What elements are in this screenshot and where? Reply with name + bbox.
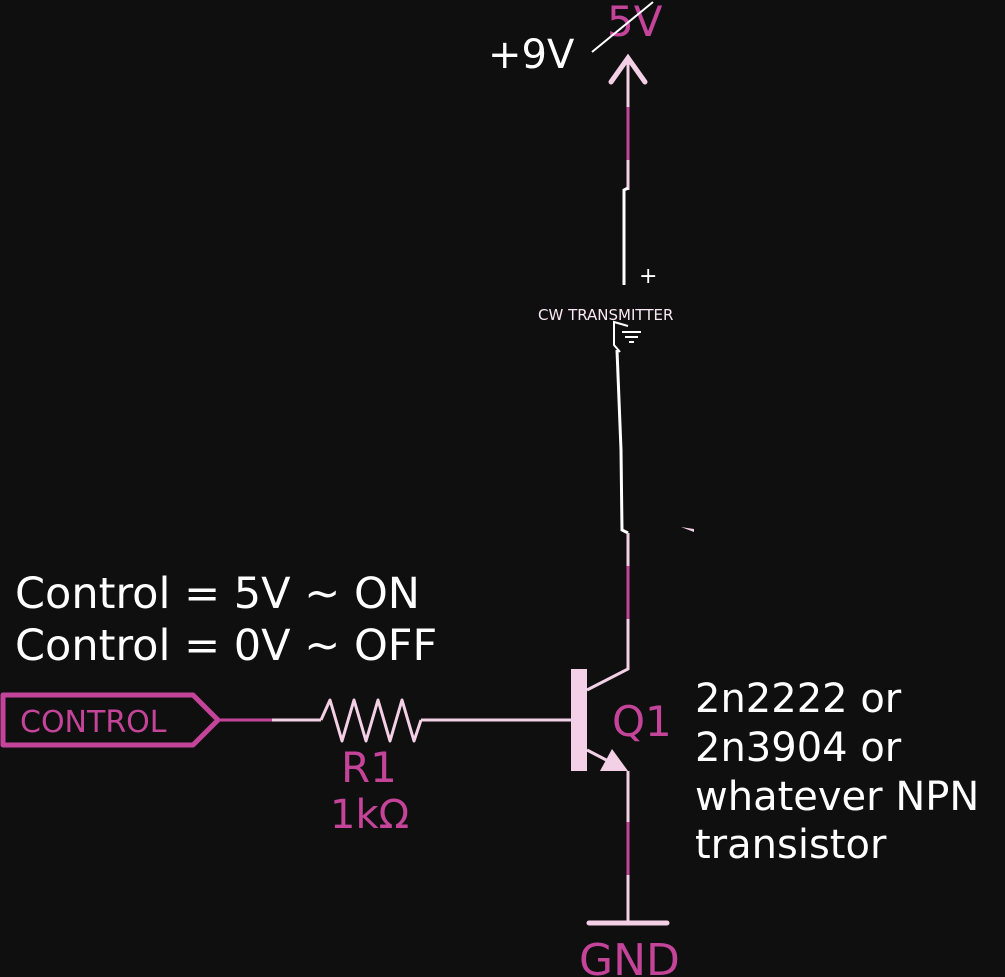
gnd-label: GND xyxy=(579,935,680,977)
module-label: CW TRANSMITTER xyxy=(538,306,673,324)
resistor-value: 1kΩ xyxy=(330,792,409,838)
transistor-desc-1: 2n2222 or xyxy=(695,676,902,722)
module-wire-ground xyxy=(613,320,629,353)
ground-icon xyxy=(622,331,641,343)
resistor-icon xyxy=(319,698,423,743)
transistor-desc-2: 2n3904 or xyxy=(695,725,902,771)
collector-wire xyxy=(586,533,630,692)
supply-label-5v: 5V xyxy=(607,0,663,46)
strike-line xyxy=(591,1,654,53)
transistor-base-bar xyxy=(571,669,587,771)
resistor-name: R1 xyxy=(341,743,397,792)
module-wire-bottom xyxy=(615,349,629,535)
note-off: Control = 0V ~ OFF xyxy=(15,621,437,671)
control-port-flag xyxy=(0,692,221,748)
supply-label-9v: +9V xyxy=(488,32,575,78)
transistor-name: Q1 xyxy=(612,697,672,746)
emitter-arrow-icon xyxy=(600,749,628,771)
module-plus-label: + xyxy=(639,264,657,289)
transistor-desc-3: whatever NPN xyxy=(695,774,979,820)
stray-mark xyxy=(681,527,694,532)
control-port-label: CONTROL xyxy=(20,705,167,740)
note-on: Control = 5V ~ ON xyxy=(15,569,420,619)
transistor-desc-4: transistor xyxy=(695,822,887,868)
module-wire-top xyxy=(622,186,629,285)
